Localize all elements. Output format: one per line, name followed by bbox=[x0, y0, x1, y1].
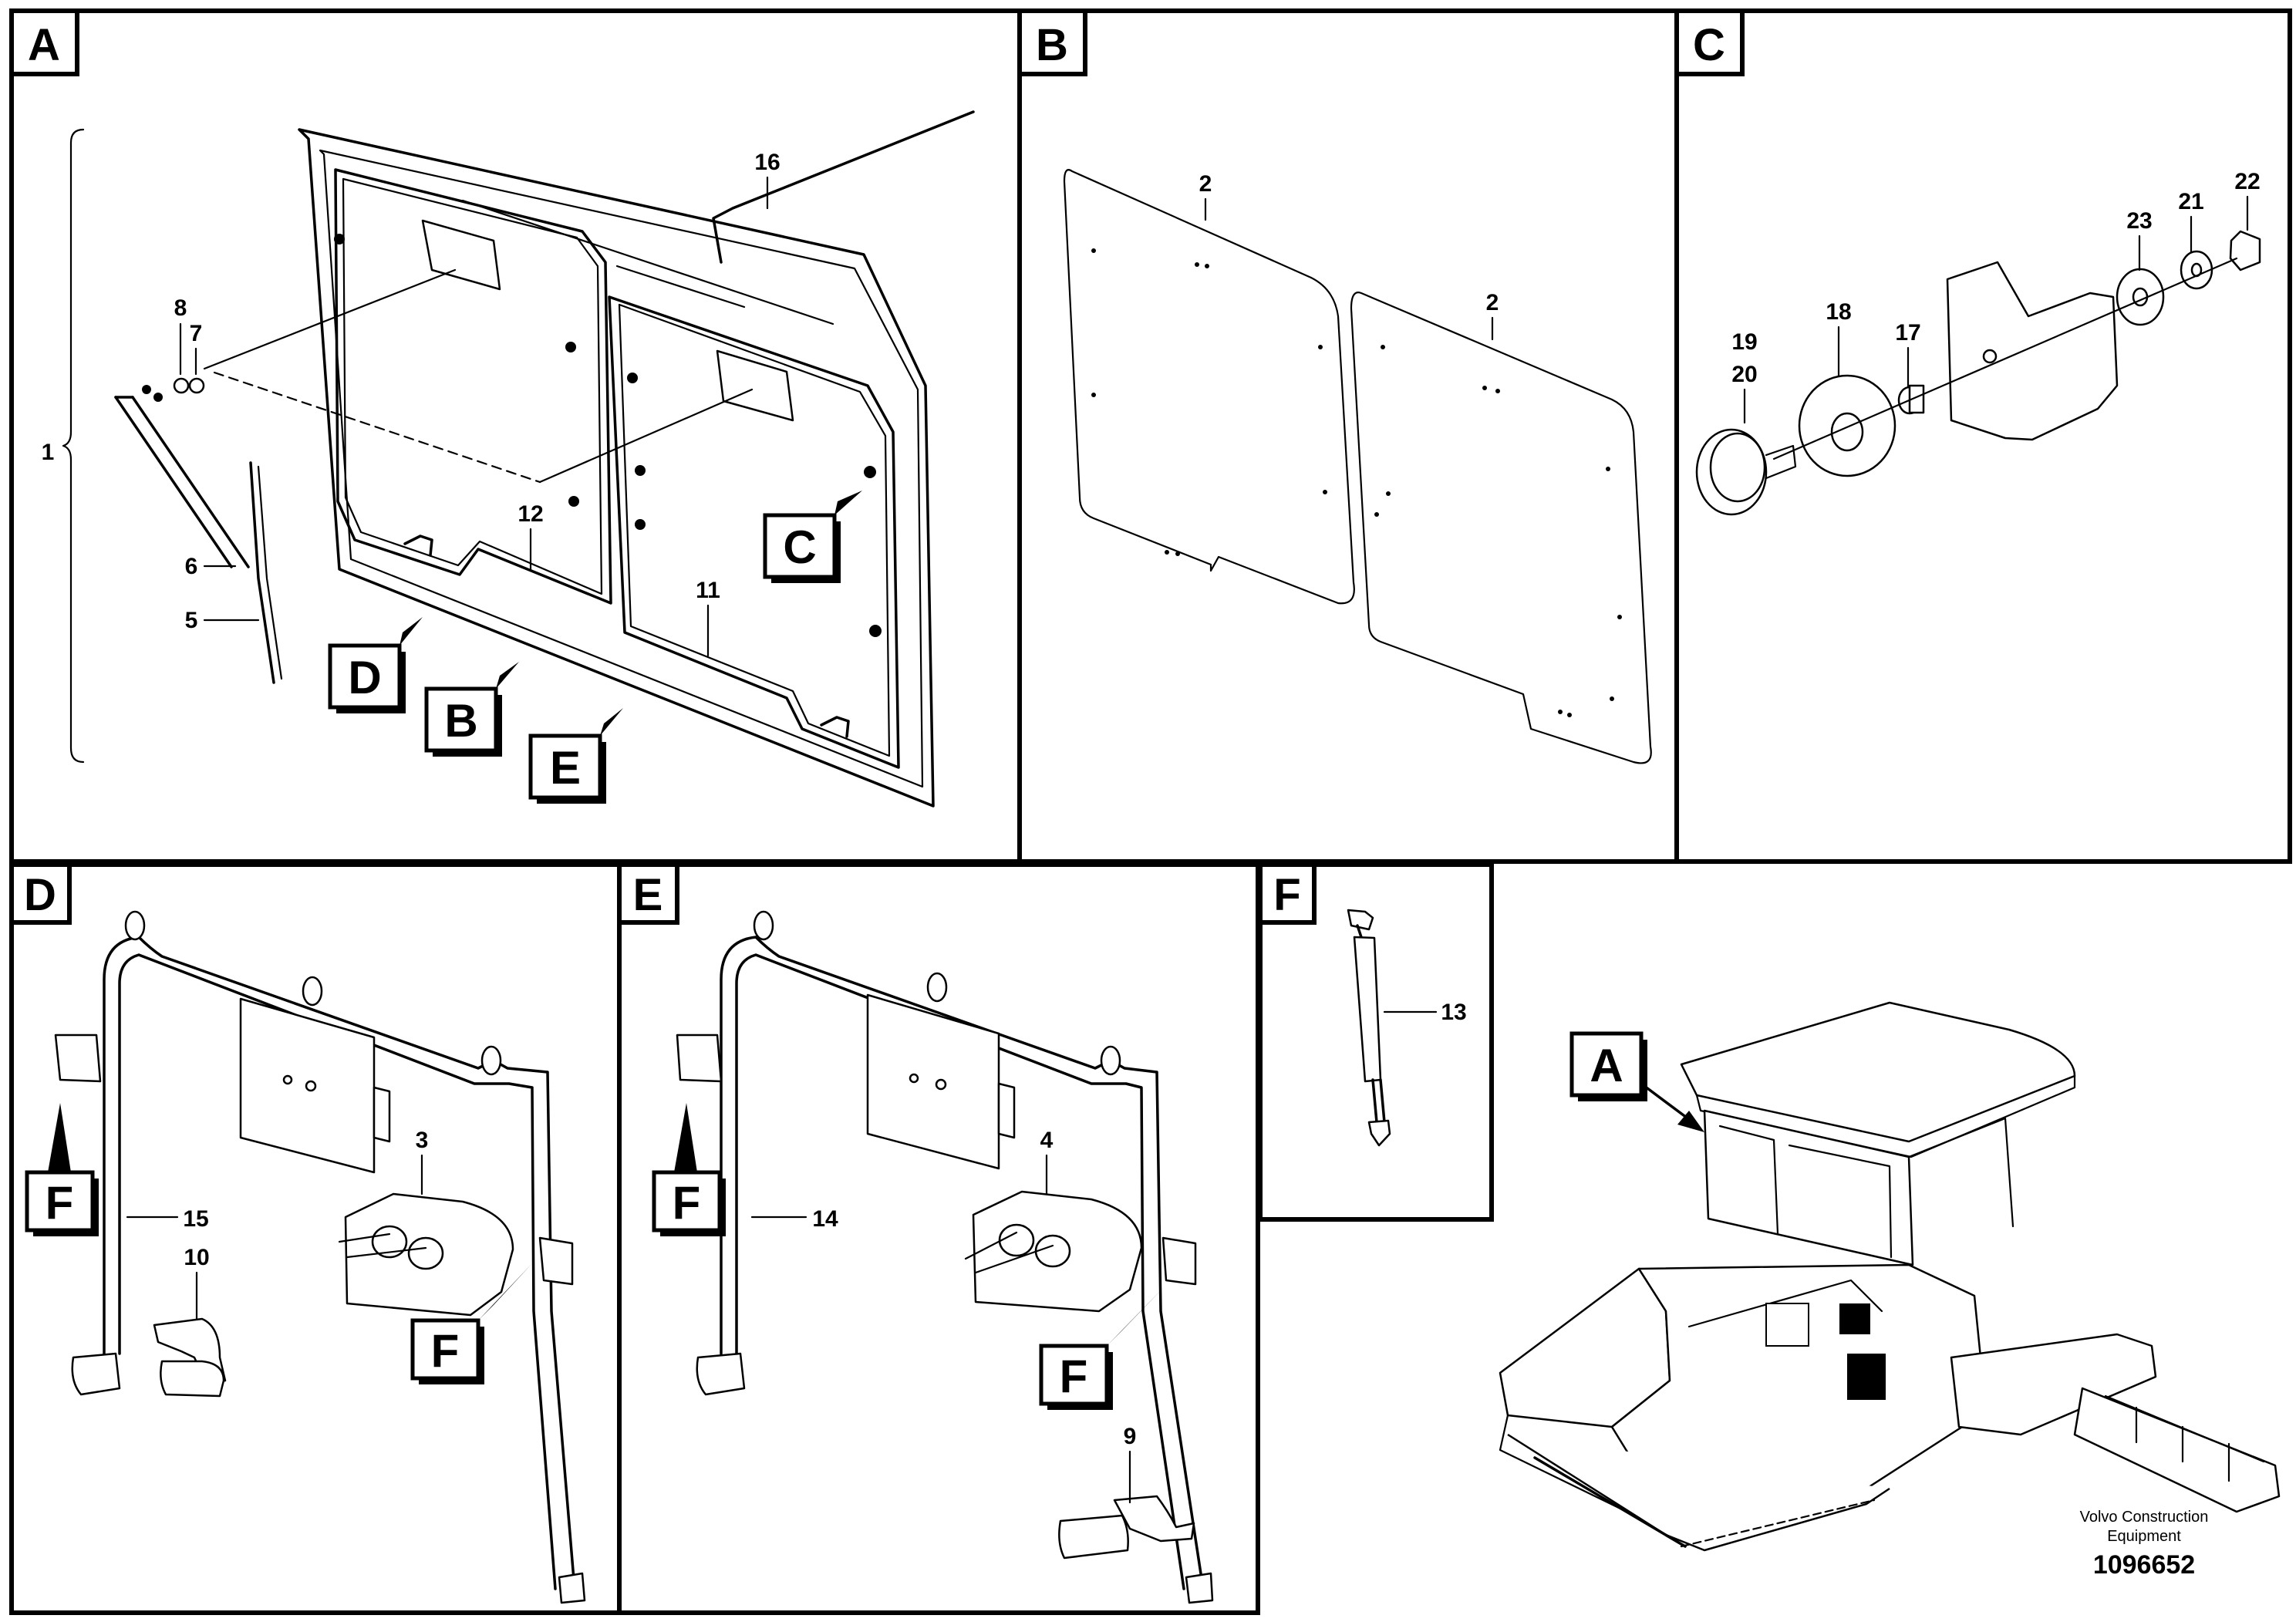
callout-b-2a: 2 bbox=[1199, 171, 1212, 197]
view-ref-overview-a: A bbox=[1569, 1031, 1704, 1132]
callout-c-17: 17 bbox=[1895, 320, 1920, 346]
panel-tab-e: E bbox=[617, 862, 679, 925]
callout-d-15: 15 bbox=[183, 1206, 208, 1232]
footer-brand: Volvo Construction Equipment 1096652 bbox=[2080, 1509, 2209, 1580]
callout-a-11: 11 bbox=[696, 578, 720, 603]
svg-text:F: F bbox=[46, 1177, 74, 1229]
panel-tab-a: A bbox=[9, 8, 79, 76]
panel-b-callouts: 2 2 bbox=[1199, 171, 1499, 341]
view-ref-a-d: D bbox=[328, 617, 423, 713]
svg-text:D: D bbox=[348, 652, 381, 703]
panel-tab-d: D bbox=[9, 862, 72, 925]
drawing-number: 1096652 bbox=[2093, 1550, 2195, 1580]
callout-e-14: 14 bbox=[812, 1206, 838, 1232]
callout-c-23: 23 bbox=[2126, 208, 2152, 234]
callout-d-3: 3 bbox=[416, 1128, 429, 1153]
callout-c-18: 18 bbox=[1826, 299, 1851, 325]
view-ref-d-f1: F bbox=[25, 1103, 99, 1236]
brand-line-2: Equipment bbox=[2107, 1528, 2181, 1545]
panel-e-rail bbox=[676, 910, 1214, 1604]
view-ref-e-f2: F bbox=[1039, 1286, 1165, 1410]
callout-c-20: 20 bbox=[1731, 362, 1757, 387]
view-ref-a-e: E bbox=[528, 708, 623, 804]
callout-a-8: 8 bbox=[174, 295, 187, 321]
view-ref-a-c: C bbox=[763, 491, 862, 583]
panel-tab-b: B bbox=[1017, 8, 1087, 76]
panel-d-callouts: 15 3 10 bbox=[126, 1128, 429, 1320]
panel-frames bbox=[9, 8, 2292, 1615]
svg-text:E: E bbox=[633, 870, 663, 920]
svg-text:E: E bbox=[550, 742, 581, 794]
svg-text:A: A bbox=[28, 20, 60, 70]
panel-f-callouts: 13 bbox=[1383, 1000, 1467, 1025]
panel-a-door-assembly bbox=[62, 110, 975, 808]
callout-a-7: 7 bbox=[190, 321, 203, 346]
callout-c-19: 19 bbox=[1731, 329, 1757, 355]
view-ref-e-f1: F bbox=[652, 1103, 726, 1236]
view-ref-a-b: B bbox=[424, 662, 519, 757]
svg-text:D: D bbox=[24, 870, 56, 920]
panel-tab-c: C bbox=[1674, 8, 1745, 76]
callout-f-13: 13 bbox=[1441, 1000, 1466, 1025]
callout-d-10: 10 bbox=[184, 1245, 209, 1270]
panel-tab-f: F bbox=[1258, 862, 1317, 925]
brand-line-1: Volvo Construction bbox=[2080, 1509, 2209, 1526]
panel-c-callouts: 19 20 18 17 23 21 22 bbox=[1731, 169, 2261, 424]
overview-paver-machine bbox=[1499, 1001, 2281, 1552]
callout-a-6: 6 bbox=[185, 554, 198, 579]
panel-b-glass bbox=[1063, 169, 1652, 764]
callout-a-16: 16 bbox=[754, 150, 780, 175]
svg-text:F: F bbox=[673, 1177, 701, 1229]
callout-e-9: 9 bbox=[1124, 1424, 1137, 1449]
callout-a-5: 5 bbox=[185, 608, 198, 633]
callout-c-21: 21 bbox=[2178, 189, 2203, 214]
svg-text:F: F bbox=[1273, 870, 1300, 920]
callout-a-12: 12 bbox=[518, 501, 543, 527]
panel-d-rail bbox=[54, 910, 586, 1604]
panel-f-gas-strut bbox=[1347, 909, 1391, 1147]
svg-text:B: B bbox=[444, 695, 477, 747]
panel-a-callouts: 1 16 8 7 12 11 6 5 bbox=[42, 150, 781, 657]
svg-text:B: B bbox=[1036, 20, 1068, 70]
svg-text:C: C bbox=[783, 521, 816, 573]
callout-b-2b: 2 bbox=[1486, 290, 1499, 315]
svg-text:F: F bbox=[431, 1325, 460, 1377]
callout-c-22: 22 bbox=[2234, 169, 2260, 194]
panel-e-callouts: 14 4 9 bbox=[750, 1128, 1137, 1504]
svg-text:F: F bbox=[1060, 1351, 1088, 1402]
view-ref-d-f2: F bbox=[410, 1263, 532, 1384]
callout-a-1: 1 bbox=[42, 440, 55, 465]
panel-c-lock-parts bbox=[1695, 230, 2261, 516]
callout-e-4: 4 bbox=[1040, 1128, 1054, 1153]
svg-text:A: A bbox=[1590, 1040, 1623, 1091]
svg-text:C: C bbox=[1693, 20, 1725, 70]
